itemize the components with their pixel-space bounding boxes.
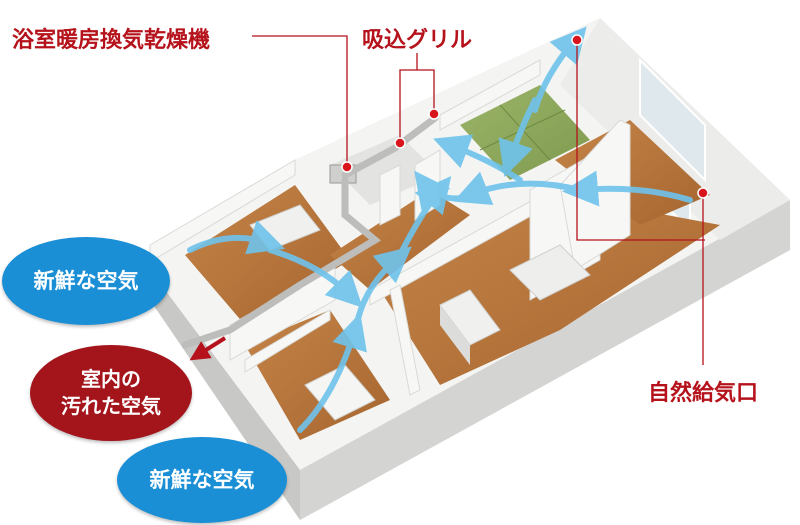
dryer-marker xyxy=(341,161,353,173)
marker-dots xyxy=(341,34,709,199)
airflow-arrow xyxy=(562,170,693,207)
airflow-arrow xyxy=(187,220,286,255)
exhaust-duct xyxy=(181,114,439,349)
grille-marker xyxy=(394,137,406,149)
exhaust-arrow xyxy=(189,336,227,361)
airflow-arrow xyxy=(498,97,538,178)
airflow-arrow xyxy=(532,26,587,113)
dirty-air-label-line2: 汚れた空気 xyxy=(61,394,161,418)
fresh-air-bubble-bottom: 新鮮な空気 xyxy=(117,437,287,523)
airflow-arrows xyxy=(187,26,693,433)
inlet-marker xyxy=(571,34,583,46)
fresh-air-label-bottom: 新鮮な空気 xyxy=(149,467,255,492)
grille-label: 吸込グリル xyxy=(362,28,473,53)
dirty-air-label-line1: 室内の xyxy=(81,367,141,391)
fresh-air-label-top: 新鮮な空気 xyxy=(33,268,139,293)
airflow-arrow xyxy=(267,247,363,308)
dirty-air-bubble: 室内の 汚れた空気 xyxy=(30,345,192,441)
grille-marker xyxy=(428,108,440,120)
grille-leader-line xyxy=(417,69,435,112)
inlet-label: 自然給気口 xyxy=(648,381,759,406)
fresh-air-bubble-top: 新鮮な空気 xyxy=(2,237,170,325)
inlet-marker xyxy=(697,187,709,199)
leader-lines xyxy=(252,35,705,365)
inlet-leader-line xyxy=(576,40,705,241)
airflow-arrow xyxy=(352,246,412,338)
dryer-label: 浴室暖房換気乾燥機 xyxy=(12,28,211,53)
airflow-arrow xyxy=(453,171,583,206)
dryer-leader-line xyxy=(252,35,348,163)
airflow-arrow xyxy=(297,312,367,433)
grille-leader-line xyxy=(399,53,418,140)
